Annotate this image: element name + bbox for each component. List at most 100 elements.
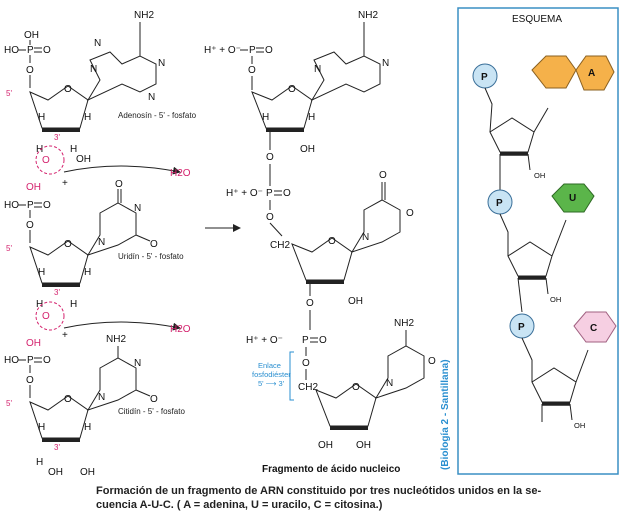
atom-label: O	[302, 358, 310, 369]
enlace-label: fosfodiéster	[252, 370, 291, 379]
three-prime-label: 3'	[54, 443, 60, 452]
atom-label: O	[43, 45, 51, 56]
atom-label: H	[36, 144, 43, 155]
ion-label: H⁺ + O⁻	[226, 188, 263, 199]
atom-label: N	[134, 358, 141, 369]
condensation-highlight	[35, 145, 65, 175]
caption-line: Formación de un fragmento de ARN constit…	[96, 485, 542, 497]
base-c-label: C	[590, 323, 597, 334]
atom-label: HO	[4, 200, 19, 211]
ion-label: H⁺ + O⁻	[204, 45, 241, 56]
atom-label: O	[26, 220, 34, 231]
atom-label: O	[328, 236, 336, 247]
nucleotide-adenosin: HO P O OH O 5' O H H 3' H OH H N N N N N…	[4, 10, 197, 165]
caption-line: cuencia A-U-C. ( A = adenina, U = uracil…	[96, 499, 383, 511]
ring-oh-label: OH	[574, 421, 585, 430]
atom-label: H	[38, 112, 45, 123]
atom-label: OH	[318, 440, 333, 451]
atom-label: O	[306, 298, 314, 309]
water-label: H2O	[170, 168, 191, 179]
atom-label: P	[266, 188, 273, 199]
atom-label: N	[134, 203, 141, 214]
uracil-hexagon	[551, 183, 595, 213]
figure-caption: Formación de un fragmento de ARN constit…	[96, 484, 616, 512]
atom-label: H	[70, 299, 77, 310]
atom-label: H	[38, 422, 45, 433]
atom-label: O	[288, 84, 296, 95]
schema-panel: ESQUEMA (Biología 2 - Santillana) P A OH…	[440, 7, 619, 475]
atom-label: NH2	[358, 10, 378, 21]
atom-label: H	[84, 422, 91, 433]
atom-label: O	[150, 394, 158, 405]
nucleotide-citidin: HO P O O 5' O H H 3' H OH OH N N NH2 O C…	[4, 334, 185, 478]
three-prime-label: 3'	[54, 133, 60, 142]
phosphate-label: P	[496, 198, 503, 209]
product-title: Fragmento de ácido nucleico	[262, 464, 400, 475]
atom-label: N	[382, 58, 389, 69]
atom-label: O	[26, 375, 34, 386]
atom-label: H	[262, 112, 269, 123]
atom-label: O	[319, 335, 327, 346]
adenine-hexagon-right	[575, 55, 615, 91]
atom-label: N	[314, 64, 321, 75]
atom-label: O	[150, 239, 158, 250]
atom-label: H	[36, 299, 43, 310]
ring-oh-label: OH	[534, 171, 545, 180]
nucleotide-label: Adenosín - 5' - fosfato	[118, 111, 197, 120]
base-a-label: A	[588, 68, 595, 79]
atom-label: H	[308, 112, 315, 123]
base-amine: NH2	[106, 334, 126, 345]
atom-label: H	[36, 457, 43, 468]
five-prime-label: 5'	[6, 244, 12, 253]
atom-label: P	[302, 335, 309, 346]
schema-title: ESQUEMA	[512, 14, 562, 25]
atom-label: N	[94, 38, 101, 49]
atom-label: H	[84, 112, 91, 123]
atom-label: CH2	[298, 382, 318, 393]
plus-sign: +	[62, 330, 68, 341]
atom-label: P	[27, 45, 34, 56]
atom-label: O	[26, 65, 34, 76]
phosphate-label: P	[481, 72, 488, 83]
atom-label: N	[98, 392, 105, 403]
phosphate-label: P	[518, 322, 525, 333]
atom-label: P	[249, 45, 256, 56]
base-u-label: U	[569, 193, 576, 204]
enlace-bracket	[289, 351, 294, 401]
atom-label: O	[64, 394, 72, 405]
rna-fragment: H⁺ + O⁻ P O O O H H OH N N NH2 O H⁺ + O⁻…	[204, 10, 436, 475]
atom-label: O	[248, 65, 256, 76]
atom-label: NH2	[394, 318, 414, 329]
atom-label: H	[38, 267, 45, 278]
atom-label: OH	[76, 154, 91, 165]
atom-label: O	[406, 208, 414, 219]
atom-label: OH	[300, 144, 315, 155]
atom-label: O	[265, 45, 273, 56]
atom-label: N	[158, 58, 165, 69]
atom-label: P	[27, 355, 34, 366]
three-prime-label: 3'	[54, 288, 60, 297]
enlace-label: Enlace	[258, 361, 281, 370]
atom-label: N	[362, 232, 369, 243]
atom-label: O	[42, 155, 50, 166]
atom-label: O	[43, 355, 51, 366]
schema-source: (Biología 2 - Santillana)	[440, 359, 451, 470]
atom-label: N	[98, 237, 105, 248]
atom-label: HO	[4, 355, 19, 366]
atom-label: H	[84, 267, 91, 278]
atom-label: O	[266, 152, 274, 163]
water-label: H2O	[170, 324, 191, 335]
atom-label: P	[27, 200, 34, 211]
atom-label: O	[283, 188, 291, 199]
atom-label: O	[428, 356, 436, 367]
atom-label: N	[90, 64, 97, 75]
atom-label: OH	[80, 467, 95, 478]
five-prime-label: 5'	[6, 89, 12, 98]
five-prime-label: 5'	[6, 399, 12, 408]
atom-label: HO	[4, 45, 19, 56]
atom-label: O	[64, 239, 72, 250]
atom-label: OH	[24, 30, 39, 41]
ring-oh-label: OH	[550, 295, 561, 304]
nucleotide-label: Uridín - 5' - fosfato	[118, 252, 184, 261]
atom-label: H	[70, 144, 77, 155]
